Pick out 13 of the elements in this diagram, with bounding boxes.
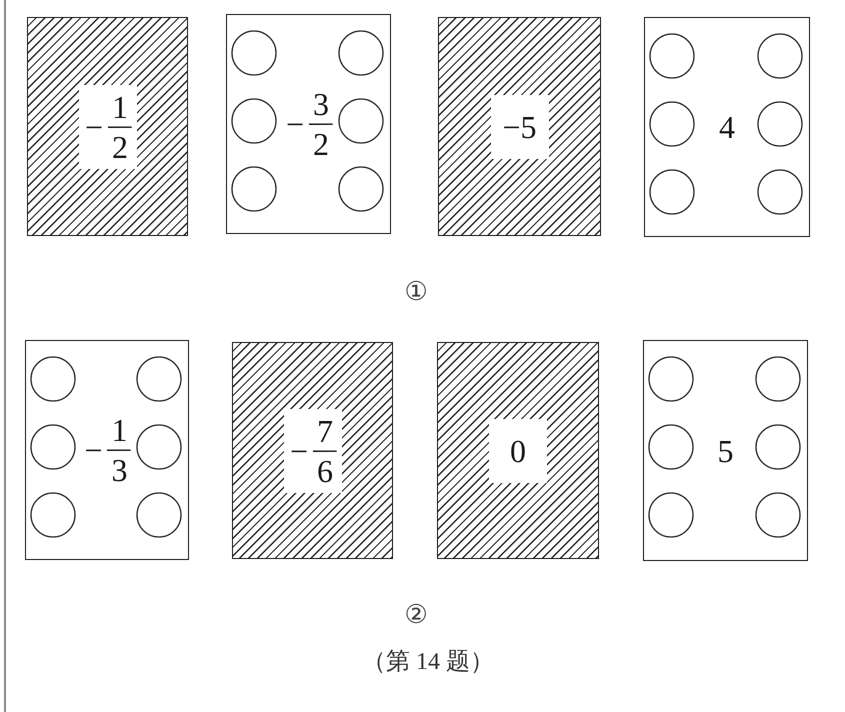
card-value: 0 [489, 418, 547, 482]
hatched-card [232, 342, 393, 559]
hatched-card [437, 342, 599, 559]
hatched-card [438, 17, 601, 236]
card [226, 14, 391, 234]
hatched-card [27, 17, 188, 236]
figure-caption: （第 14 题） [362, 650, 494, 674]
card [643, 340, 808, 561]
card [644, 17, 810, 237]
card [25, 340, 189, 560]
group-number: ② [404, 602, 428, 628]
card-value: −5 [490, 94, 548, 158]
group-number: ① [404, 279, 428, 305]
